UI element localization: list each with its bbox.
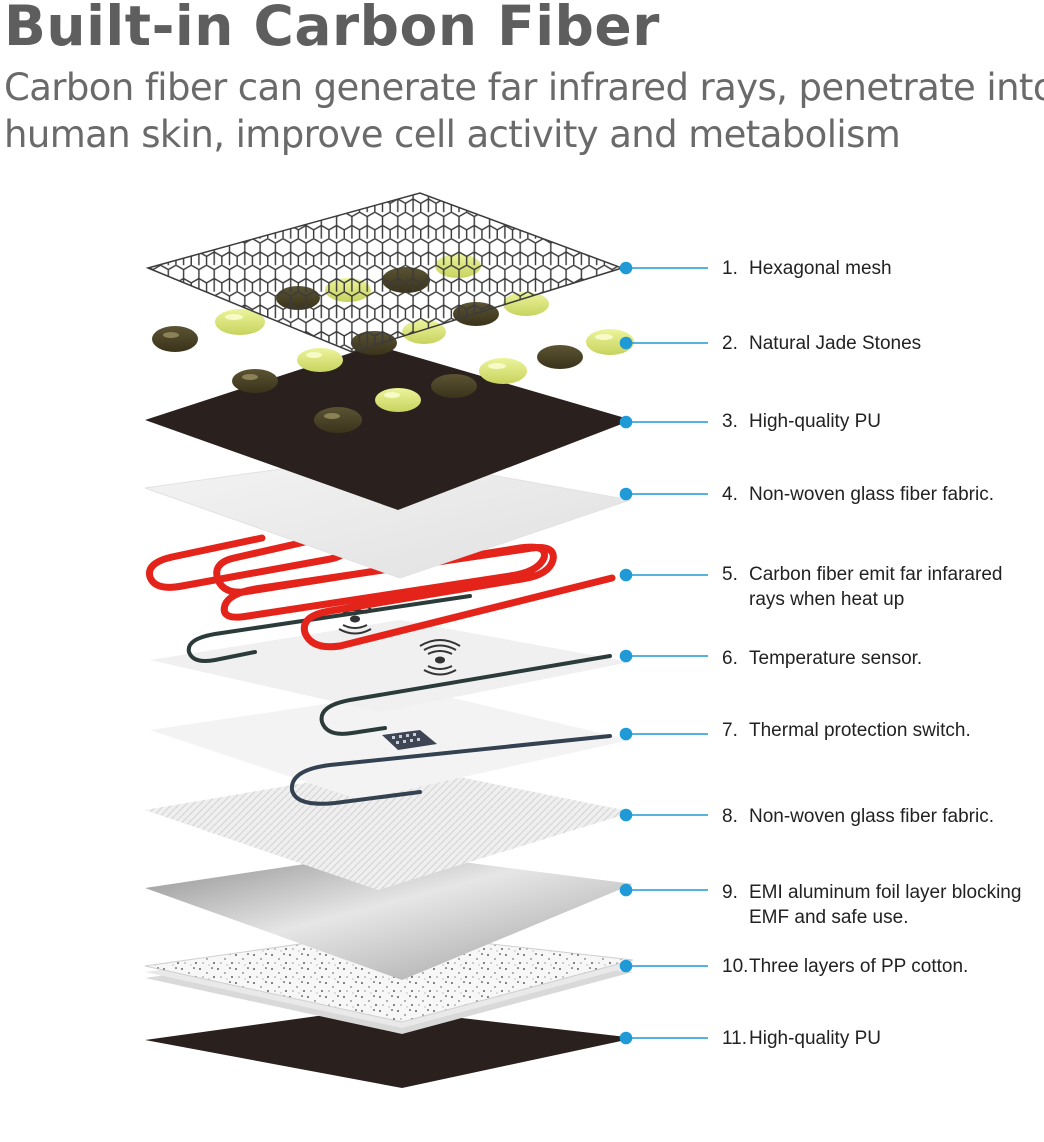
layer-label-8: 8.Non-woven glass fiber fabric.	[722, 806, 994, 827]
carbon-fiber-heating-wire	[145, 534, 616, 651]
layer-heating-sheet	[150, 620, 630, 712]
layer-pp-cotton	[144, 931, 634, 1034]
wifi-signal-icon	[419, 639, 461, 676]
jade-stone-light	[375, 388, 421, 412]
layer-label-3: 3.High-quality PU	[722, 411, 881, 432]
subtitle-line-2: human skin, improve cell activity and me…	[4, 113, 901, 156]
jade-stone-dark	[314, 407, 362, 433]
layer-label-6: 6.Temperature sensor.	[722, 648, 923, 669]
chip-icon	[382, 730, 437, 750]
layer-label-7: 7.Thermal protection switch.	[722, 720, 971, 741]
layer-pu-bottom	[145, 1008, 635, 1088]
layer-label-4: 4.Non-woven glass fiber fabric.	[722, 484, 994, 505]
thermal-protection-wire	[289, 730, 612, 806]
subtitle-line-1: Carbon fiber can generate far infrared r…	[4, 66, 1044, 109]
jade-stone-light	[479, 358, 527, 384]
jade-stone-dark	[431, 374, 477, 398]
layer-glass-fiber-lower	[145, 766, 633, 890]
jade-stone-light	[297, 348, 343, 372]
layer-label-10: 10.Three layers of PP cotton.	[722, 956, 969, 977]
layer-label-1: 1.Hexagonal mesh	[722, 258, 892, 279]
jade-stone-light	[586, 329, 634, 355]
layer-label-2: 2.Natural Jade Stones	[722, 333, 922, 354]
page-title: Built-in Carbon Fiber	[4, 0, 660, 58]
jade-stone-dark	[232, 369, 278, 393]
jade-stone-dark	[537, 345, 583, 369]
leader-lines	[619, 261, 708, 1045]
layer-aluminum-foil	[145, 852, 633, 980]
layer-sensor-sheet	[150, 690, 630, 800]
layer-label-11: 11.High-quality PU	[722, 1028, 881, 1049]
jade-stone-dark	[152, 326, 198, 352]
jade-stone-light	[215, 309, 265, 335]
page-subtitle: Carbon fiber can generate far infrared r…	[4, 64, 1044, 158]
